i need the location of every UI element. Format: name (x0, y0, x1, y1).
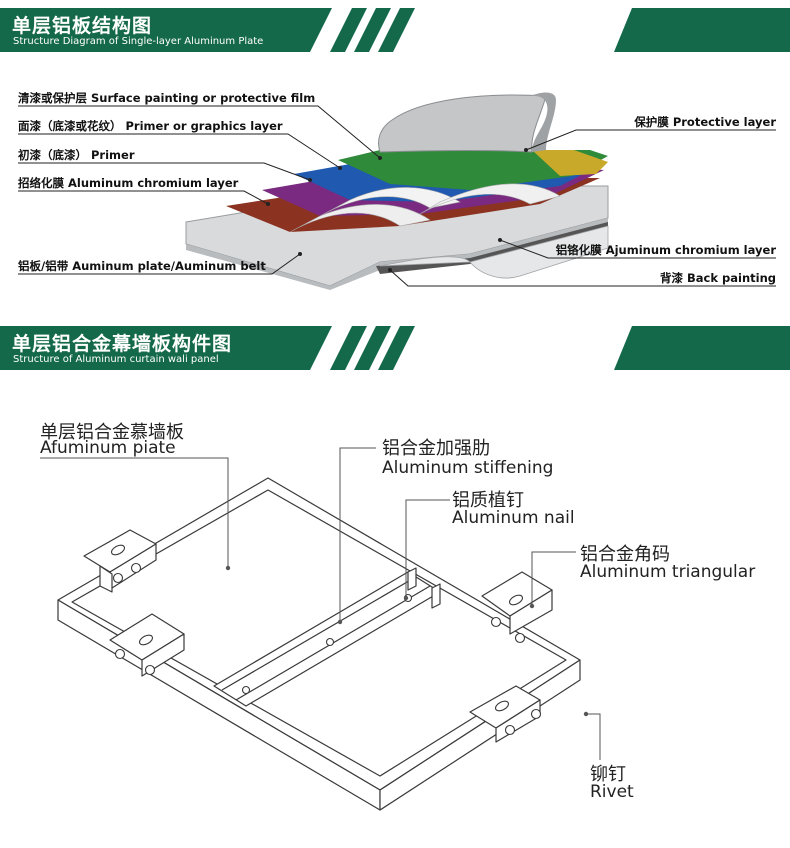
layer-curl (419, 183, 561, 215)
rivet (490, 616, 502, 628)
chromium-layer-curl (379, 225, 609, 279)
banner-main-bar (0, 326, 332, 370)
rivet (114, 648, 126, 660)
section1-subtitle: Structure Diagram of Single-layer Alumin… (13, 36, 264, 47)
section2-title: 单层铝合金幕墙板构件图 (12, 333, 233, 355)
section2-subtitle: Structure of Aluminum curtain wali panel (13, 354, 219, 365)
label-aluminum-plate: 铝板/铝带 Auminum plate/Auminum belt (18, 259, 266, 273)
rib-end (431, 583, 441, 609)
leader-lines-left (18, 105, 381, 275)
caption-stiffening-en: Aluminum stiffening (382, 458, 554, 478)
rivet (530, 708, 542, 720)
bracket-right-side (509, 589, 553, 635)
caption-nail-en: Aluminum nail (452, 508, 575, 528)
layer-curl (289, 204, 431, 233)
aluminum-nail (325, 637, 335, 647)
label-chromium-left: 招络化膜 Aluminum chromium layer (18, 176, 239, 190)
bracket-left-side (141, 633, 185, 677)
banner-stripe (354, 8, 391, 52)
back-painting-layer (376, 222, 608, 274)
banner-stripe (354, 326, 391, 370)
caption-panel-zh: 单层铝合金慕墙板 (40, 422, 184, 443)
rivet (144, 664, 156, 676)
caption-triangular-en: Aluminum triangular (580, 562, 756, 582)
section2-banner: 单层铝合金幕墙板构件图 Structure of Aluminum curtai… (0, 326, 790, 370)
clear-layer (338, 150, 608, 190)
layer-curl (319, 187, 461, 217)
banner-stripe (330, 326, 367, 370)
banner-stripe (378, 326, 415, 370)
rib-edge (221, 577, 415, 691)
banner-end-bar (614, 326, 790, 370)
caption-panel-en: Afuminum piate (40, 438, 176, 458)
caption-triangular-zh: 铝合金角码 (580, 544, 670, 565)
section1-banner: 单层铝板结构图 Structure Diagram of Single-laye… (0, 8, 790, 52)
rivet (112, 572, 124, 584)
bracket-top-left-tab (99, 565, 113, 593)
rivet (504, 724, 516, 736)
banner-graphic (0, 326, 790, 370)
banner-end-bar (614, 8, 790, 52)
section1-title: 单层铝板结构图 (12, 15, 153, 37)
film-fold (530, 92, 556, 152)
caption-rivet-zh: 铆钉 (590, 764, 626, 785)
label-surface-painting: 清漆或保护层 Surface painting or protective fi… (18, 91, 316, 105)
leader-dots-panel (225, 565, 589, 717)
label-chromium-right: 铝铬化膜 Ajuminum chromium layer (555, 243, 776, 257)
rivet (514, 632, 526, 644)
leader-lines-panel (40, 447, 601, 760)
layer-structure-diagram (18, 92, 776, 290)
banner-main-bar (0, 8, 332, 52)
caption-nail-zh: 铝质植钉 (452, 490, 524, 511)
label-primer: 初漆（底漆） Primer (18, 148, 135, 162)
leader-dots-left (266, 156, 382, 256)
label-back-painting: 背漆 Back painting (660, 271, 776, 285)
label-protective-layer: 保护膜 Protective layer (634, 115, 776, 129)
yellow-layer (532, 150, 608, 176)
caption-stiffening-zh: 铝合金加强肋 (382, 438, 490, 459)
rivet (130, 562, 142, 574)
aluminum-nail (241, 685, 251, 695)
caption-rivet-en: Rivet (590, 782, 634, 802)
leader-lines-right (389, 129, 776, 287)
bracket-holes (110, 544, 524, 712)
label-primer-graphics: 面漆（底漆或花纹） Primer or graphics layer (18, 119, 283, 133)
banner-stripe (378, 8, 415, 52)
rib-end (407, 567, 417, 591)
banner-graphic (0, 8, 790, 52)
rivets (112, 562, 542, 736)
leader-dots-right (388, 148, 528, 272)
banner-stripe (330, 8, 367, 52)
